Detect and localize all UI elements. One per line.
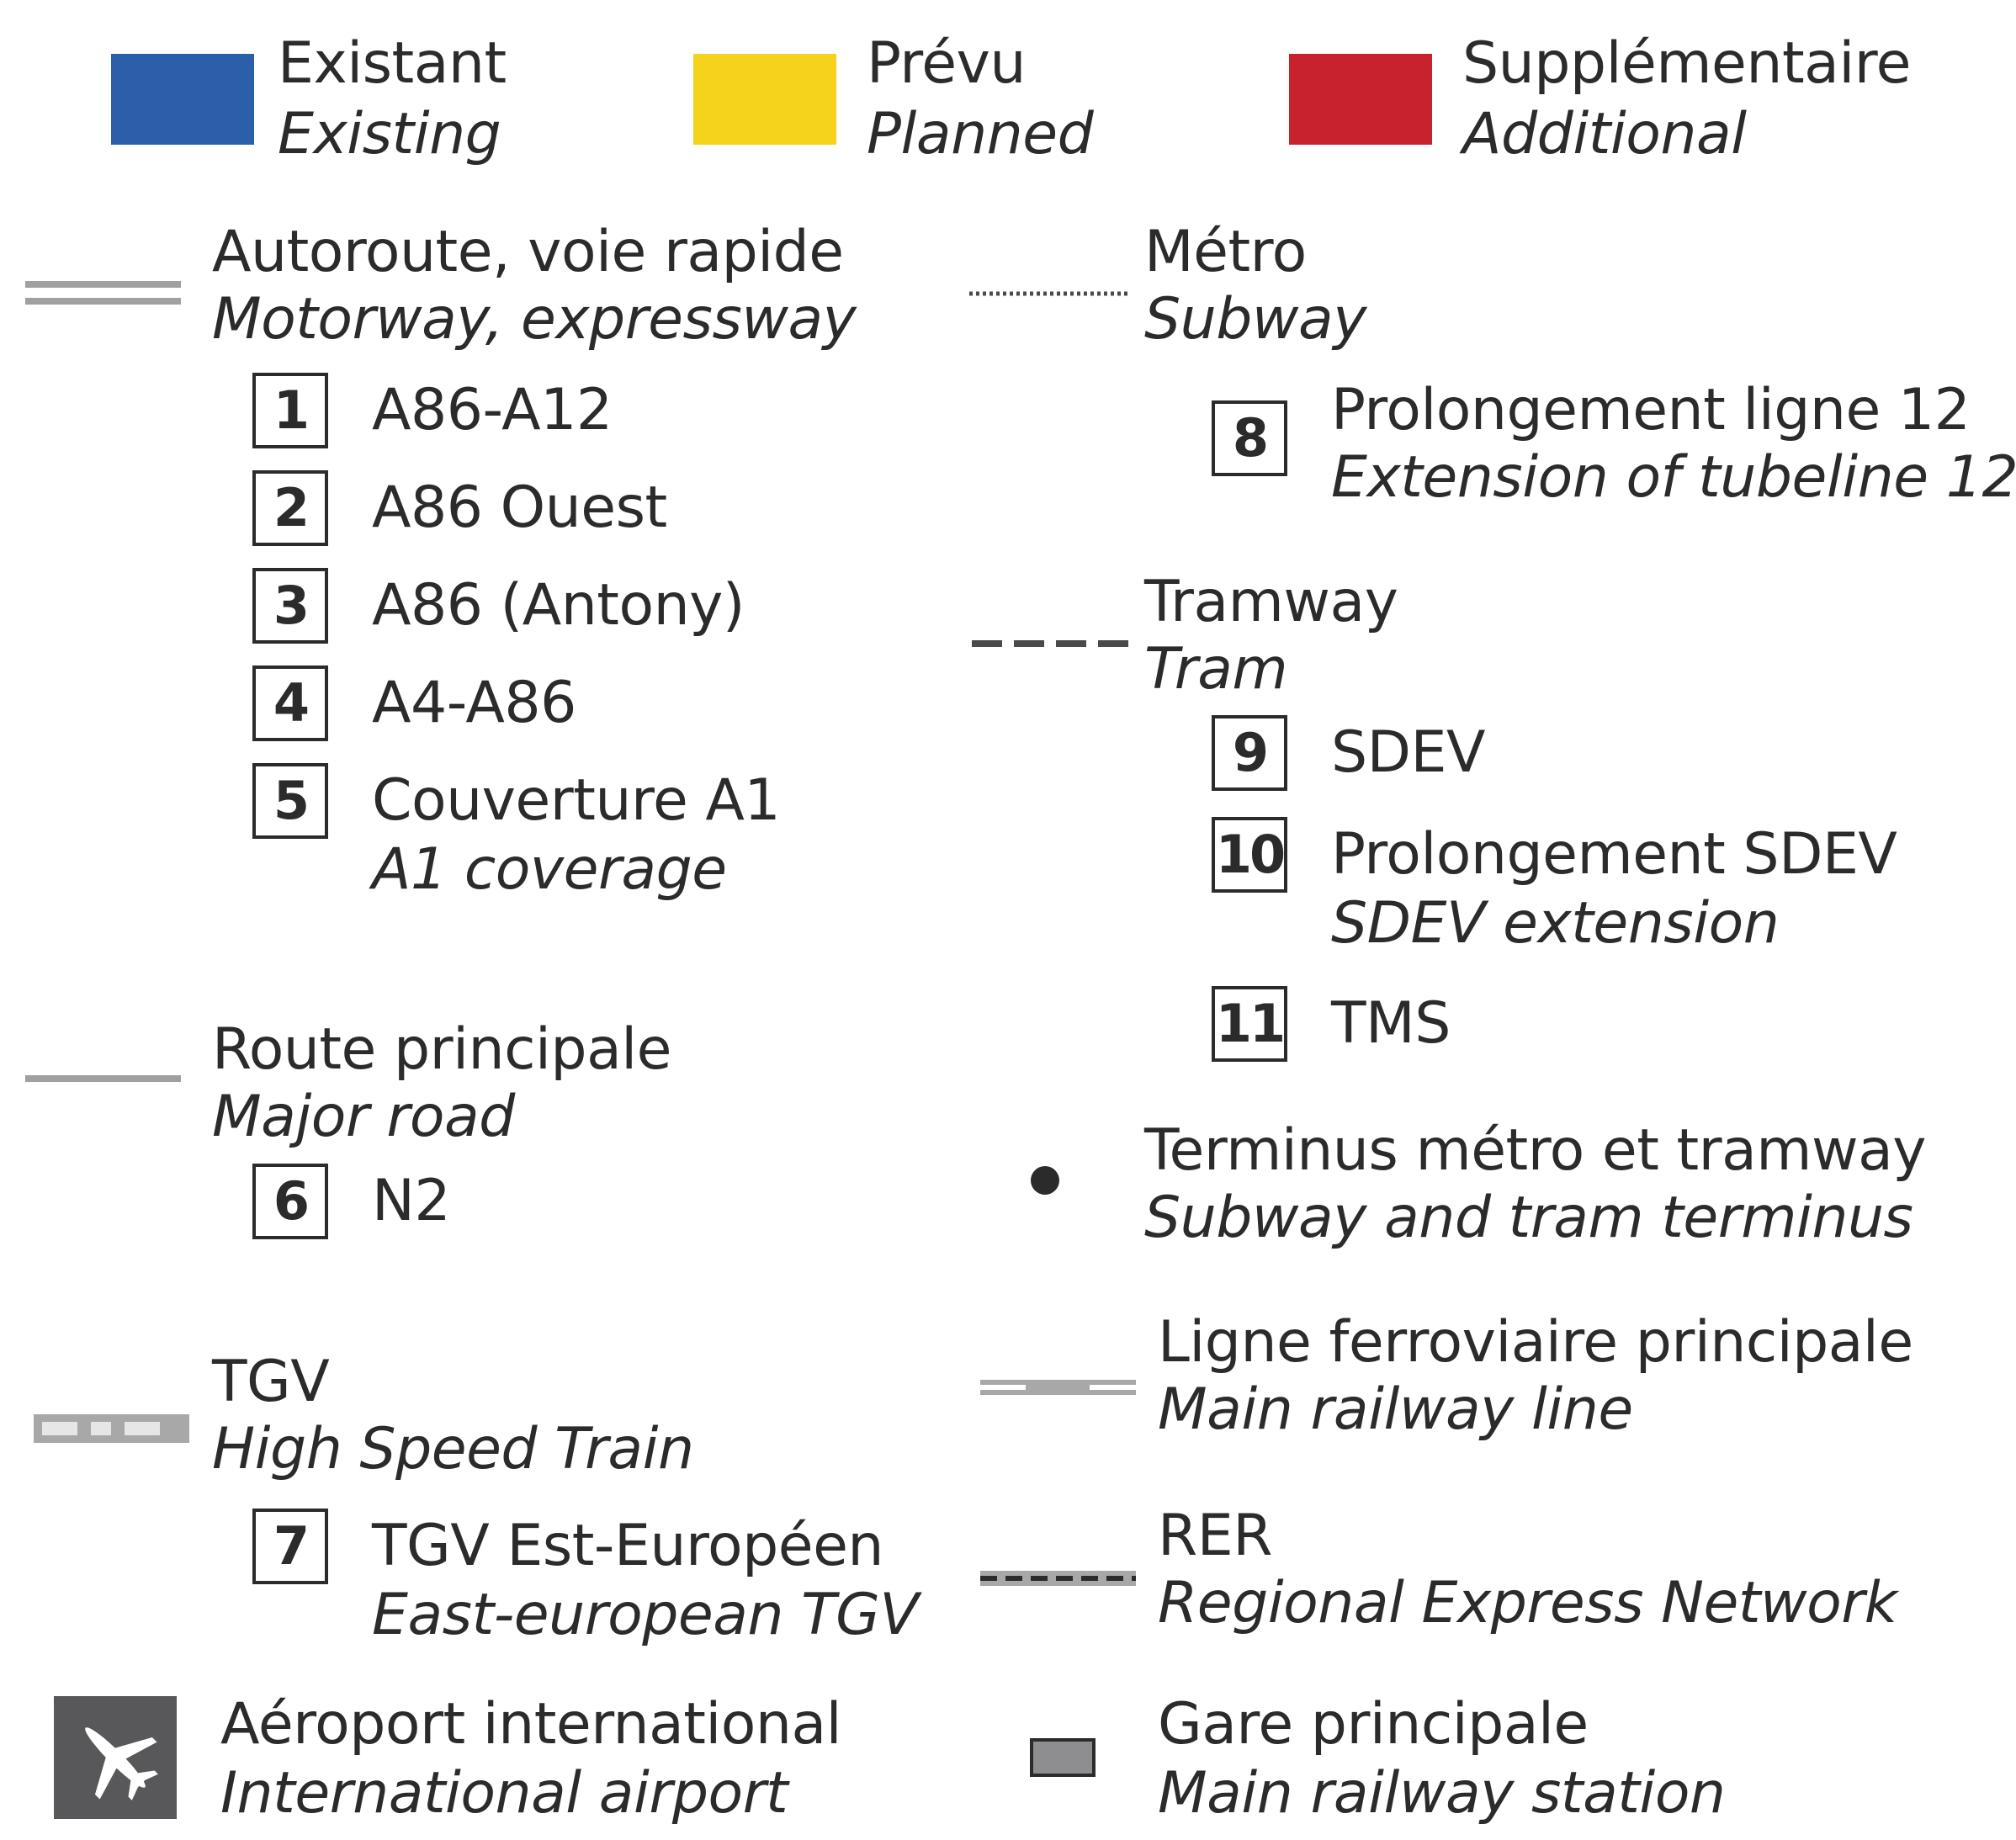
project-number-4: 4 [252, 665, 328, 741]
project-label-9: SDEV [1331, 719, 1486, 786]
motorway-symbol [25, 281, 181, 305]
motorway-label-en: Motorway, expressway [212, 286, 857, 353]
project-number-5: 5 [252, 763, 328, 839]
project-number-8: 8 [1212, 400, 1287, 476]
tgv-label-en: High Speed Train [212, 1416, 694, 1482]
existing-label-en: Existing [278, 101, 501, 167]
existing-label-fr: Existant [278, 30, 507, 97]
project-label-3: A86 (Antony) [372, 572, 745, 639]
planned-label-fr: Prévu [867, 30, 1026, 97]
project-number-7: 7 [252, 1509, 328, 1584]
planned-label-en: Planned [867, 101, 1094, 167]
project-number-3: 3 [252, 568, 328, 644]
main-railway-label-fr: Ligne ferroviaire principale [1158, 1309, 1913, 1376]
rer-label-fr: RER [1158, 1503, 1272, 1569]
additional-swatch [1289, 54, 1432, 145]
tgv-symbol [34, 1414, 189, 1443]
project-label-6: N2 [372, 1168, 451, 1234]
project-number-1: 1 [252, 373, 328, 448]
subway-label-fr: Métro [1144, 219, 1307, 285]
terminus-dot-symbol [1031, 1166, 1059, 1195]
existing-swatch [111, 54, 254, 145]
project-label-10-fr: Prolongement SDEV [1331, 821, 1897, 888]
main-railway-label-en: Main railway line [1158, 1376, 1633, 1443]
main-station-label-en: Main railway station [1158, 1760, 1726, 1827]
project-label-5-en: A1 coverage [372, 836, 727, 903]
tram-label-en: Tram [1144, 636, 1288, 703]
major-road-symbol [25, 1075, 181, 1082]
project-label-7-fr: TGV Est-Européen [372, 1513, 884, 1579]
additional-label-en: Additional [1462, 101, 1747, 167]
project-number-6: 6 [252, 1164, 328, 1239]
main-station-symbol [1030, 1738, 1096, 1777]
project-label-7-en: East-european TGV [372, 1582, 919, 1648]
main-railway-symbol [980, 1380, 1136, 1395]
project-label-8-en: Extension of tubeline 12 [1331, 444, 2016, 511]
tram-label-fr: Tramway [1144, 569, 1398, 635]
project-number-11: 11 [1212, 986, 1287, 1062]
planned-swatch [693, 54, 836, 145]
project-number-2: 2 [252, 470, 328, 546]
rer-symbol [980, 1571, 1136, 1586]
airport-label-fr: Aéroport international [220, 1691, 842, 1758]
terminus-label-en: Subway and tram terminus [1144, 1185, 1913, 1251]
project-label-2: A86 Ouest [372, 475, 667, 541]
tram-symbol [972, 640, 1132, 647]
main-station-label-fr: Gare principale [1158, 1691, 1589, 1758]
project-label-8-fr: Prolongement ligne 12 [1331, 377, 1971, 443]
project-label-1: A86-A12 [372, 377, 613, 443]
major-road-label-fr: Route principale [212, 1016, 671, 1083]
additional-label-fr: Supplémentaire [1462, 30, 1912, 97]
terminus-label-fr: Terminus métro et tramway [1144, 1117, 1927, 1184]
rer-label-en: Regional Express Network [1158, 1570, 1897, 1636]
project-label-5-fr: Couverture A1 [372, 767, 781, 834]
major-road-label-en: Major road [212, 1084, 515, 1150]
motorway-label-fr: Autoroute, voie rapide [212, 219, 844, 285]
tgv-label-fr: TGV [212, 1349, 330, 1415]
subway-symbol [969, 291, 1131, 296]
project-label-11: TMS [1331, 990, 1451, 1057]
project-number-10: 10 [1212, 817, 1287, 893]
project-number-9: 9 [1212, 715, 1287, 791]
subway-label-en: Subway [1144, 286, 1366, 353]
airplane-icon [54, 1696, 177, 1819]
airport-label-en: International airport [220, 1760, 788, 1827]
project-label-4: A4-A86 [372, 670, 576, 736]
project-label-10-en: SDEV extension [1331, 890, 1780, 957]
